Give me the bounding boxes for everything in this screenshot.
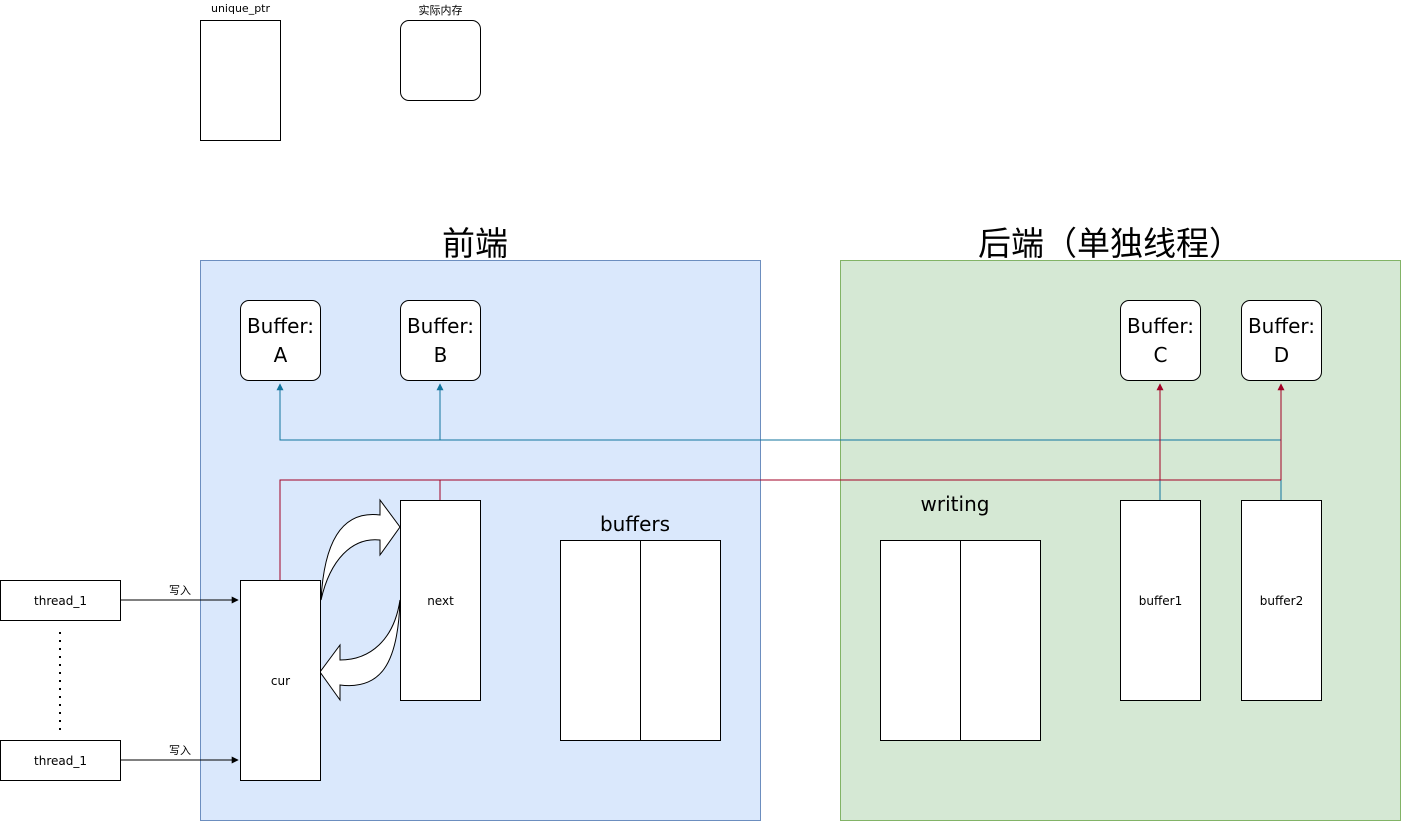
buffers-label: buffers bbox=[599, 512, 671, 536]
swap-arrow-down bbox=[319, 599, 401, 702]
cur-label: cur bbox=[270, 673, 291, 688]
buffer-a-prefix: Buffer: bbox=[246, 313, 315, 338]
red-link-line bbox=[279, 479, 1281, 580]
cur-pointer: cur bbox=[240, 580, 321, 781]
buffer-b-node: Buffer: B bbox=[400, 300, 481, 381]
buffers-slot-1 bbox=[560, 540, 641, 741]
next-pointer: next bbox=[400, 500, 481, 701]
buffer-c-prefix: Buffer: bbox=[1126, 313, 1195, 338]
buffer1-label: buffer1 bbox=[1138, 593, 1183, 608]
buffer2-pointer: buffer2 bbox=[1241, 500, 1322, 701]
write-label-bottom: 写入 bbox=[169, 744, 191, 757]
buffers-slot-2 bbox=[640, 540, 721, 741]
frontend-title: 前端 bbox=[442, 224, 508, 263]
buffer-a-name: A bbox=[273, 342, 288, 367]
writing-slot-2 bbox=[960, 540, 1041, 741]
backend-title: 后端（单独线程） bbox=[978, 224, 1242, 263]
buffer-b-name: B bbox=[433, 342, 448, 367]
thread-top: thread_1 bbox=[0, 580, 121, 621]
buffer-c-name: C bbox=[1153, 342, 1168, 367]
legend-memory-box bbox=[400, 20, 481, 101]
next-label: next bbox=[427, 593, 454, 608]
buffer-d-prefix: Buffer: bbox=[1247, 313, 1316, 338]
write-label-top: 写入 bbox=[169, 584, 191, 597]
swap-arrow-up bbox=[320, 498, 401, 601]
legend-unique-ptr-label: unique_ptr bbox=[210, 2, 271, 15]
legend-unique-ptr-box bbox=[200, 20, 281, 141]
buffer-a-node: Buffer: A bbox=[240, 300, 321, 381]
thread-bottom: thread_1 bbox=[0, 740, 121, 781]
buffer-d-name: D bbox=[1273, 342, 1290, 367]
buffer-c-node: Buffer: C bbox=[1120, 300, 1201, 381]
writing-slot-1 bbox=[880, 540, 961, 741]
legend-memory-label: 实际内存 bbox=[418, 4, 463, 17]
blue-link-line bbox=[276, 383, 1282, 500]
thread-top-label: thread_1 bbox=[34, 593, 87, 608]
writing-label: writing bbox=[920, 492, 990, 516]
buffer-b-prefix: Buffer: bbox=[406, 313, 475, 338]
thread-bottom-label: thread_1 bbox=[34, 753, 87, 768]
buffer2-label: buffer2 bbox=[1259, 593, 1304, 608]
buffer1-pointer: buffer1 bbox=[1120, 500, 1201, 701]
buffer-d-node: Buffer: D bbox=[1241, 300, 1322, 381]
